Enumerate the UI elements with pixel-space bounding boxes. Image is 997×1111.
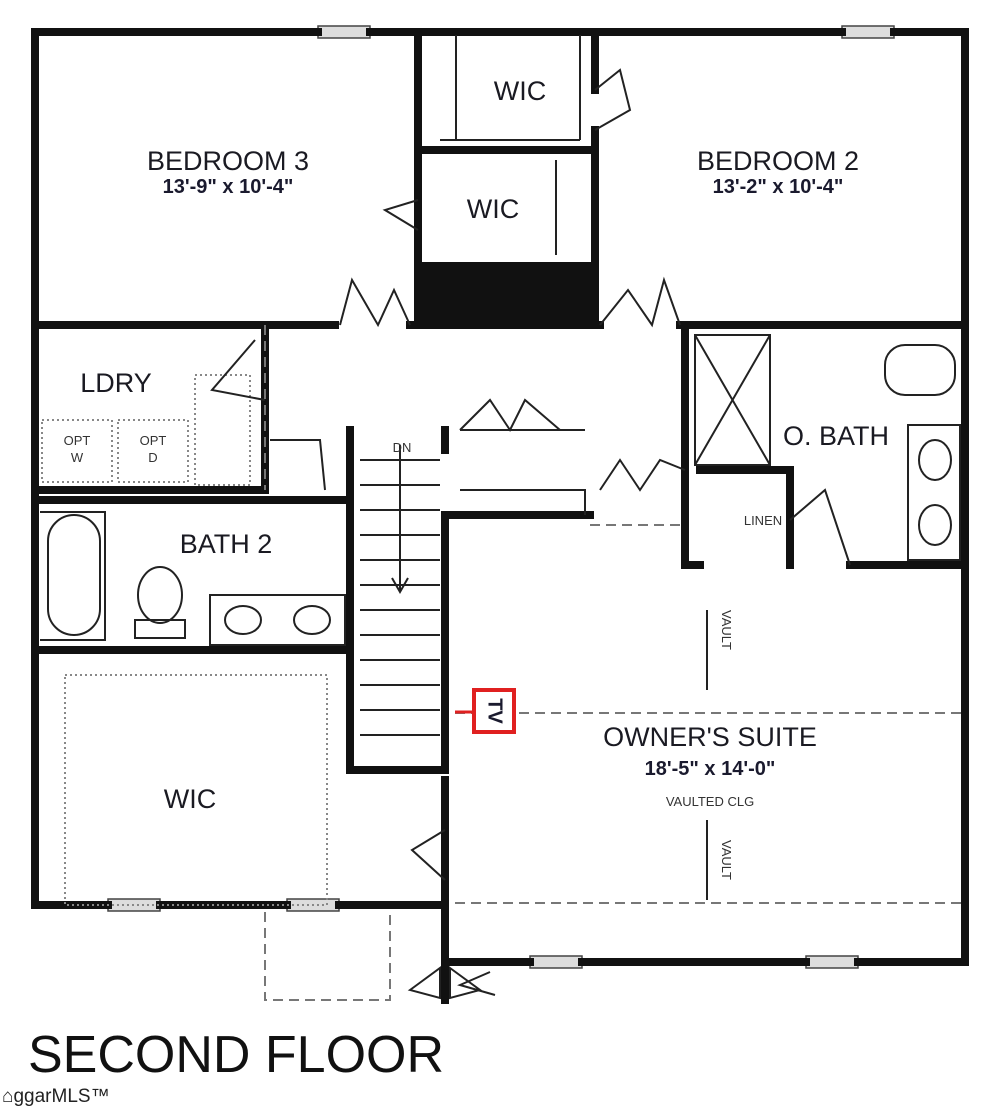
- entry-light: [407, 966, 496, 1000]
- stairs-down-label: DN: [393, 440, 412, 455]
- bath2-label: BATH 2: [180, 529, 273, 559]
- wic-lower-label: WIC: [164, 784, 216, 814]
- stairs: [360, 445, 440, 736]
- owners-suite-size: 18'-5" x 14'-0": [645, 758, 776, 780]
- vaulted-ceiling-label: VAULTED CLG: [666, 794, 754, 809]
- tv-label: TV: [484, 698, 506, 724]
- interior-walls: [31, 28, 969, 834]
- obath-label: O. BATH: [783, 421, 889, 451]
- dashed-lines: [64, 325, 965, 1001]
- opt-w-label-2: W: [71, 450, 84, 465]
- bedroom3-label: BEDROOM 3: [147, 146, 309, 176]
- opt-d-label-1: OPT: [140, 433, 167, 448]
- bedroom2-label: BEDROOM 2: [697, 146, 859, 176]
- fixtures: [40, 35, 961, 646]
- floor-title: SECOND FLOOR: [28, 1026, 444, 1084]
- owners-suite-label: OWNER'S SUITE: [603, 722, 817, 752]
- house-icon: ⌂: [2, 1086, 14, 1107]
- linen-label: LINEN: [744, 513, 782, 528]
- ldry-label: LDRY: [80, 368, 152, 398]
- bedroom2-size: 13'-2" x 10'-4": [713, 176, 844, 198]
- wic-middle-label: WIC: [467, 194, 519, 224]
- opt-w-label-1: OPT: [64, 433, 91, 448]
- opt-d-label-2: D: [148, 450, 157, 465]
- watermark: ⌂ggarMLS™: [0, 1082, 114, 1111]
- wic-upper-label: WIC: [494, 76, 546, 106]
- tv-marker: TV: [455, 688, 516, 734]
- vault-label-bottom: VAULT: [719, 840, 734, 880]
- watermark-text: ggarMLS™: [13, 1086, 110, 1107]
- bedroom3-size: 13'-9" x 10'-4": [163, 176, 294, 198]
- doors: [210, 68, 851, 881]
- vault-label-top: VAULT: [719, 610, 734, 650]
